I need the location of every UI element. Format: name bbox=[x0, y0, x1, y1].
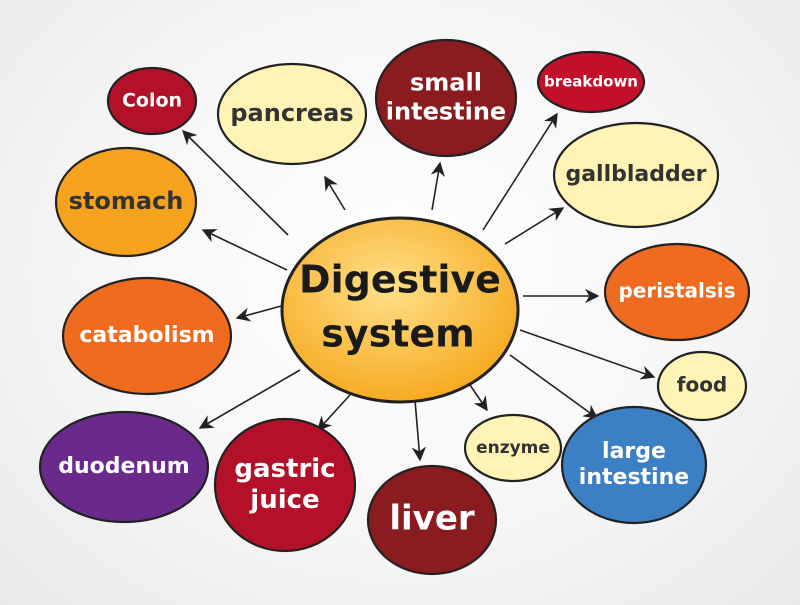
label-small-intestine-line1: small bbox=[410, 69, 482, 97]
bubble-large-intestine bbox=[560, 405, 708, 525]
label-food-line1: food bbox=[677, 373, 728, 397]
bubble-gastric-juice bbox=[213, 417, 357, 553]
label-gastric-juice-line2: juice bbox=[249, 485, 319, 515]
bubble-enzyme bbox=[463, 413, 563, 483]
label-breakdown-line1: breakdown bbox=[544, 73, 638, 91]
label-colon-line1: Colon bbox=[122, 90, 182, 112]
node-breakdown: breakdown bbox=[536, 50, 646, 114]
node-peristalsis: peristalsis bbox=[603, 242, 751, 342]
central-title-line1: Digestive bbox=[299, 258, 501, 302]
node-pancreas: pancreas bbox=[216, 62, 368, 166]
node-gallbladder: gallbladder bbox=[552, 121, 720, 229]
node-colon: Colon bbox=[106, 66, 198, 136]
arrow-to-large-intestine bbox=[509, 354, 599, 419]
central-node: Digestive system bbox=[280, 216, 520, 404]
arrow-to-pancreas bbox=[324, 175, 346, 211]
label-liver-line1: liver bbox=[389, 499, 475, 539]
label-gastric-juice-line1: gastric bbox=[234, 454, 335, 484]
bubble-catabolism bbox=[61, 276, 233, 396]
node-catabolism: catabolism bbox=[61, 276, 233, 396]
arrow-to-gastric-juice bbox=[317, 394, 351, 432]
bubble-peristalsis bbox=[603, 242, 751, 342]
bubble-breakdown bbox=[536, 50, 646, 114]
label-large-intestine-line2: intestine bbox=[579, 465, 689, 490]
arrow-to-colon bbox=[181, 129, 289, 236]
node-duodenum: duodenum bbox=[38, 410, 210, 524]
arrow-to-small-intestine bbox=[430, 161, 445, 211]
bubble-small-intestine bbox=[374, 38, 518, 158]
arrow-to-food bbox=[519, 329, 656, 380]
node-food: food bbox=[656, 350, 748, 422]
bubble-duodenum bbox=[38, 410, 210, 524]
arrow-to-duodenum bbox=[198, 369, 301, 429]
arrow-to-enzyme bbox=[469, 384, 488, 412]
arrow-to-catabolism bbox=[235, 304, 286, 322]
bubble-colon bbox=[106, 66, 198, 136]
bubble-stomach bbox=[54, 146, 198, 258]
node-stomach: stomach bbox=[54, 146, 198, 258]
node-liver: liver bbox=[366, 464, 498, 576]
label-catabolism-line1: catabolism bbox=[79, 323, 214, 348]
bubble-gallbladder bbox=[552, 121, 720, 229]
bubble-pancreas bbox=[216, 62, 368, 166]
node-enzyme: enzyme bbox=[463, 413, 563, 483]
label-stomach-line1: stomach bbox=[69, 187, 184, 215]
label-large-intestine-line1: large bbox=[602, 439, 666, 464]
arrow-to-liver bbox=[411, 399, 427, 462]
label-gallbladder-line1: gallbladder bbox=[565, 162, 706, 187]
label-duodenum-line1: duodenum bbox=[58, 454, 189, 479]
arrow-to-gallbladder bbox=[504, 207, 565, 245]
bubble-liver bbox=[366, 464, 498, 576]
connector-arrows bbox=[181, 112, 656, 462]
central-ellipse bbox=[280, 216, 520, 404]
label-pancreas-line1: pancreas bbox=[230, 99, 353, 127]
bubble-food bbox=[656, 350, 748, 422]
label-peristalsis-line1: peristalsis bbox=[618, 279, 735, 303]
label-enzyme-line1: enzyme bbox=[476, 438, 550, 458]
arrow-to-breakdown bbox=[482, 112, 558, 231]
label-small-intestine-line2: intestine bbox=[386, 97, 506, 125]
central-title-line2: system bbox=[321, 312, 475, 356]
arrow-to-stomach bbox=[201, 229, 288, 271]
